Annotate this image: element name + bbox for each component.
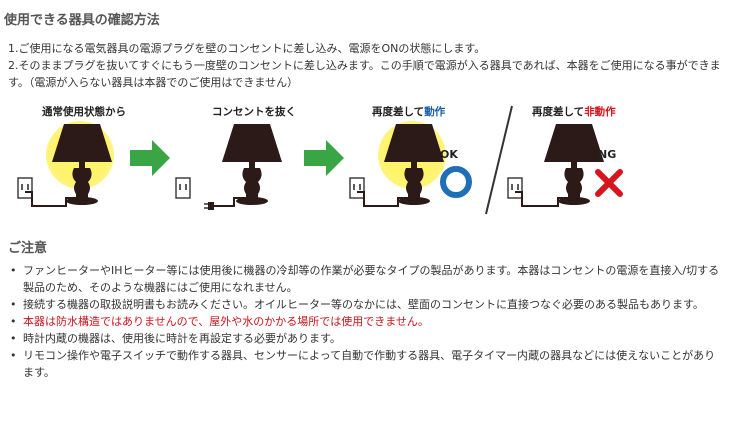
power-cord <box>25 191 80 207</box>
list-item: • ファンヒーターやIHヒーター等には使用後に機器の冷却等の作業が必要なタイプの製… <box>8 262 724 296</box>
wall-outlet <box>349 177 365 199</box>
divider-slash <box>485 105 513 215</box>
ng-label: NG <box>598 148 617 161</box>
bullet-icon: • <box>10 264 17 277</box>
list-item: • 本器は防水構造ではありませんので、屋外や水のかかる場所では使用できません。 <box>8 313 724 330</box>
panel-reconnect-works <box>349 121 472 207</box>
step-caption-works-highlight: 動作 <box>424 106 446 118</box>
wall-outlet <box>507 177 523 199</box>
list-item: • 接続する機器の取扱説明書もお読みください。オイルヒーター等のなかには、壁面のコ… <box>8 296 724 313</box>
lamp-icon <box>544 124 604 205</box>
power-cord <box>515 191 572 207</box>
bullet-icon: • <box>10 315 17 328</box>
lamp-icon <box>222 124 282 205</box>
panel-reconnect-fails <box>507 124 623 207</box>
bullet-icon: • <box>10 298 17 311</box>
page-title: 使用できる器具の確認方法 <box>4 13 160 28</box>
note-text-warning: 本器は防水構造ではありませんので、屋外や水のかかる場所では使用できません。 <box>23 315 429 328</box>
arrow-right-icon <box>304 140 344 176</box>
step-caption-fails: 再度差して非動作 <box>532 104 616 119</box>
power-cord <box>357 191 412 207</box>
ok-label: OK <box>440 148 458 161</box>
wall-outlet <box>17 177 33 199</box>
note-text: ファンヒーターやIHヒーター等には使用後に機器の冷却等の作業が必要なタイプの製品… <box>23 264 720 294</box>
ng-cross-icon <box>595 169 623 197</box>
intro-line-2: 2.そのままプラグを抜いてすぐにもう一度壁のコンセントに差し込みます。この手順で… <box>8 59 721 89</box>
step-caption-unplug: コンセントを抜く <box>212 106 296 118</box>
step-caption-normal: 通常使用状態から <box>42 106 126 118</box>
notes-title: ご注意 <box>8 241 48 256</box>
step-caption-fails-highlight: 非動作 <box>584 106 616 118</box>
step-caption-works: 再度差して動作 <box>372 104 445 119</box>
intro-line-1: 1.ご使用になる電気器具の電源プラグを壁のコンセントに差し込み、電源をONの状態… <box>8 42 486 55</box>
note-text: リモコン操作や電子スイッチで動作する器具、センサーによって自動で作動する器具、電… <box>23 349 716 379</box>
arrow-right-icon <box>130 140 170 176</box>
intro-text: 1.ご使用になる電気器具の電源プラグを壁のコンセントに差し込み、電源をONの状態… <box>8 40 724 91</box>
bullet-icon: • <box>10 349 17 362</box>
panel-normal-use <box>17 121 114 207</box>
power-cord <box>214 197 248 207</box>
ok-circle-icon <box>440 166 472 198</box>
plug-icon <box>204 203 208 209</box>
wall-outlet <box>175 177 191 199</box>
list-item: • リモコン操作や電子スイッチで動作する器具、センサーによって自動で作動する器具、… <box>8 347 724 381</box>
bullet-icon: • <box>10 332 17 345</box>
check-procedure-illustration: 通常使用状態から コンセントを抜く 再度差して動作 再度差して非動作 OK NG <box>8 100 724 224</box>
step-caption-fails-prefix: 再度差して <box>532 106 585 118</box>
panel-unplug <box>175 124 282 210</box>
note-text: 接続する機器の取扱説明書もお読みください。オイルヒーター等のなかには、壁面のコン… <box>23 298 704 311</box>
list-item: • 時計内蔵の機器は、使用後に時計を再設定する必要があります。 <box>8 330 724 347</box>
notes-list: • ファンヒーターやIHヒーター等には使用後に機器の冷却等の作業が必要なタイプの製… <box>8 262 724 381</box>
step-caption-works-prefix: 再度差して <box>372 106 425 118</box>
note-text: 時計内蔵の機器は、使用後に時計を再設定する必要があります。 <box>23 332 341 345</box>
